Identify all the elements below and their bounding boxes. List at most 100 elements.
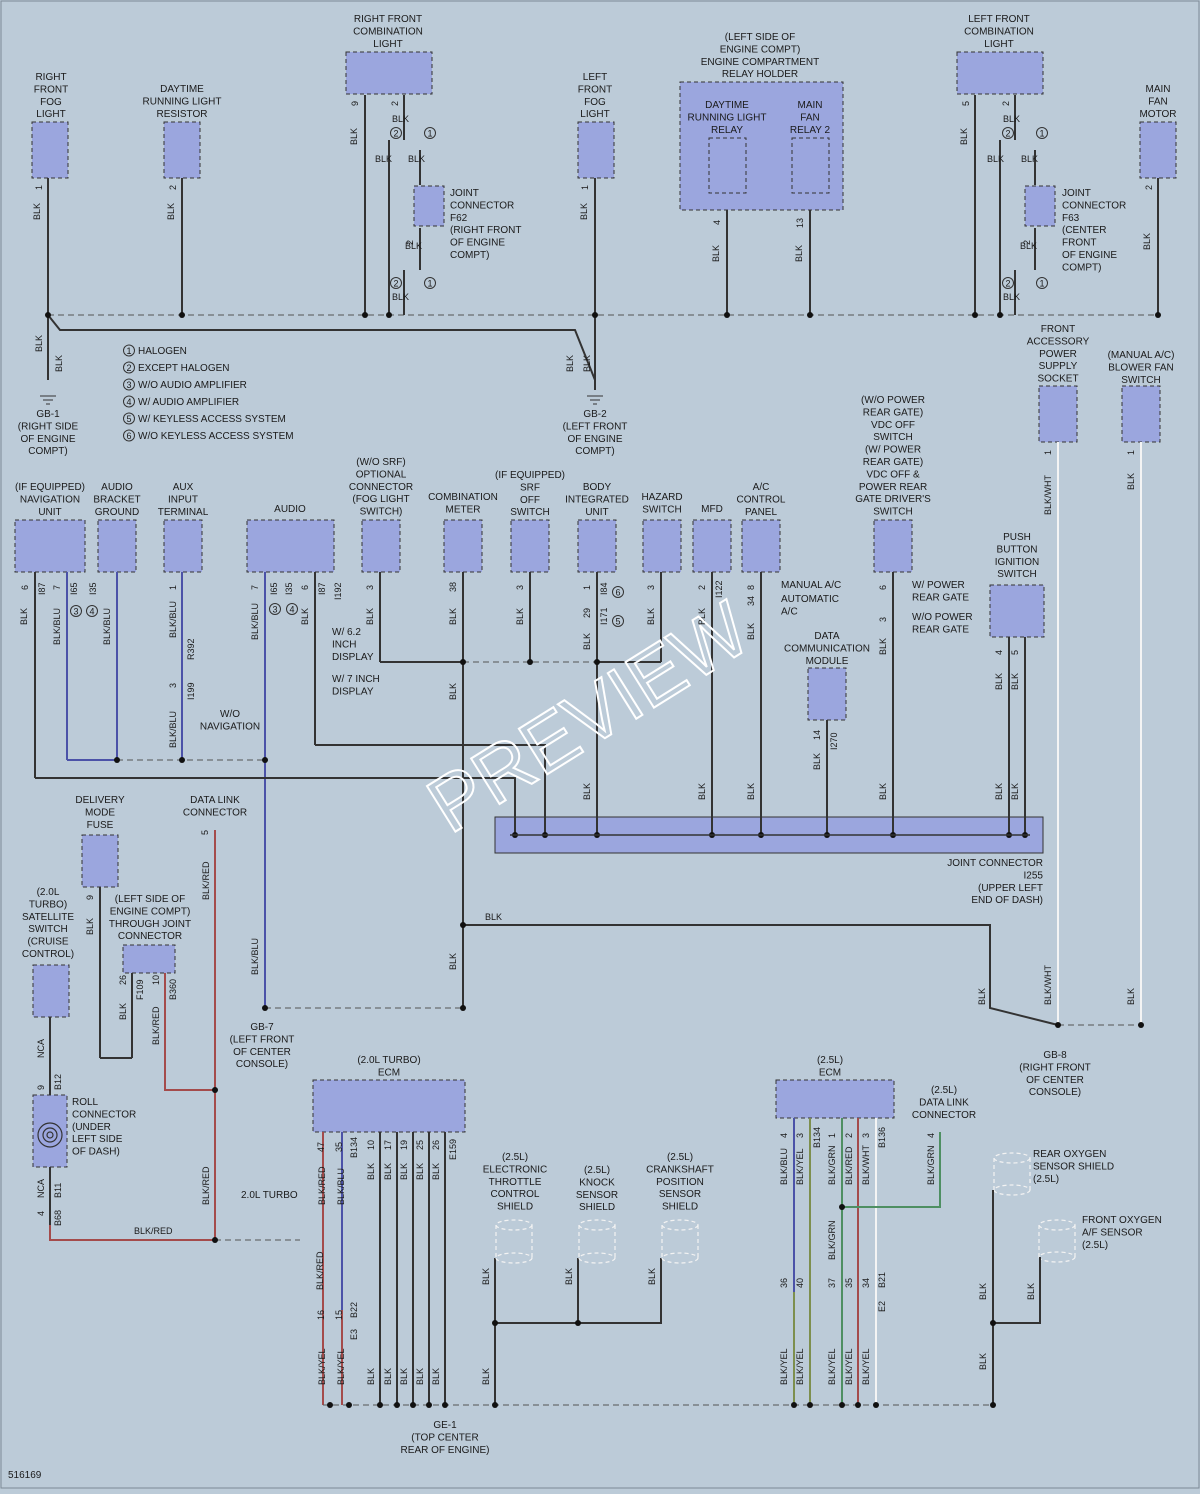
wire-label: BLK xyxy=(448,953,458,970)
label-dlc-25: (2.5L) xyxy=(931,1085,957,1096)
note-auto-ac: AUTOMATIC xyxy=(781,594,839,605)
pin-number: 40 xyxy=(795,1278,805,1288)
label-ecm-25: ECM xyxy=(819,1067,841,1078)
option-marker xyxy=(424,277,436,289)
wire-label: BLK xyxy=(481,1268,491,1285)
label-blower-sw: BLOWER FAN xyxy=(1108,362,1174,373)
label-aux: INPUT xyxy=(168,494,198,505)
label-etc-shield: THROTTLE xyxy=(489,1177,542,1188)
wire-label: BLK xyxy=(481,1368,491,1385)
main-fan-box xyxy=(1139,121,1177,179)
ground-label-gb2: OF ENGINE xyxy=(567,434,622,445)
label-push-btn: PUSH xyxy=(1003,532,1031,543)
label-rf-comb: COMBINATION xyxy=(353,26,423,37)
pin-number: 2 xyxy=(1144,185,1154,190)
pin-number: 34 xyxy=(861,1278,871,1288)
label-rf-comb: LIGHT xyxy=(373,39,402,50)
connector-code: B11 xyxy=(53,1183,63,1198)
wire-label: BLK xyxy=(19,608,29,625)
ground-label-gb7: OF CENTER xyxy=(233,1047,291,1058)
connector-code: E159 xyxy=(448,1139,458,1160)
vdc-box xyxy=(873,519,913,573)
wire-label: BLK xyxy=(646,608,656,625)
wire-label: BLK xyxy=(399,1163,409,1180)
pin-number: 2 xyxy=(390,101,400,106)
wire-label: BLK xyxy=(746,783,756,800)
legend-text: HALOGEN xyxy=(138,346,187,357)
pin-number: 26 xyxy=(431,1140,441,1150)
label-etc-shield: SHIELD xyxy=(497,1202,533,1213)
wire-label: BLK xyxy=(987,154,1004,164)
label-nav: (IF EQUIPPED) xyxy=(15,482,85,493)
wire-label: BLK xyxy=(1020,241,1037,251)
label-rf-comb: RIGHT FRONT xyxy=(354,14,422,25)
pin-number: 1 xyxy=(827,1133,837,1138)
label-biu: UNIT xyxy=(585,507,608,518)
label-dlc-25: CONNECTOR xyxy=(912,1110,976,1121)
pin-number: 4 xyxy=(712,220,722,225)
pin-number: 15 xyxy=(334,1310,344,1320)
ground-label-ge1: GE-1 xyxy=(433,1420,457,1431)
pin-number: 6 xyxy=(878,585,888,590)
lower-left xyxy=(32,830,300,1243)
label-accy-socket: ACCESSORY xyxy=(1027,336,1090,347)
label-etc-shield: (2.5L) xyxy=(502,1152,528,1163)
label-rear-o2: (2.5L) xyxy=(1033,1174,1059,1185)
wire-label: BLK xyxy=(366,1368,376,1385)
label-ac-panel: CONTROL xyxy=(737,494,786,505)
connector-code: I192 xyxy=(333,582,343,600)
label-srf: SWITCH xyxy=(510,507,549,518)
pin-number: 1 xyxy=(580,185,590,190)
label-opt-conn: (FOG LIGHT xyxy=(352,494,409,505)
connector-code: B134 xyxy=(812,1127,822,1148)
wire-label: BLK xyxy=(1126,473,1136,490)
label-accy-socket: SUPPLY xyxy=(1039,361,1078,372)
label-accy-socket: SOCKET xyxy=(1037,374,1078,385)
label-push-btn: BUTTON xyxy=(997,544,1038,555)
label-ecm-20: (2.0L TURBO) xyxy=(357,1055,420,1066)
legend-number: 2 xyxy=(126,363,131,373)
label-vdc: (W/O POWER xyxy=(861,395,925,406)
label-main-fan: MAIN xyxy=(1146,84,1171,95)
wire-label: BLK xyxy=(392,292,409,302)
label-knock-shield: SHIELD xyxy=(579,1202,615,1213)
wire-label: BLK/YEL xyxy=(827,1348,837,1385)
wire-label: BLK/BLU xyxy=(52,608,62,645)
connector-code: F109 xyxy=(135,979,145,1000)
label-main-fan-relay: RELAY 2 xyxy=(790,125,831,136)
note-w62: DISPLAY xyxy=(332,652,374,663)
wire-label: BLK xyxy=(1010,673,1020,690)
label-push-btn: SWITCH xyxy=(997,569,1036,580)
label-etc-shield: CONTROL xyxy=(491,1189,540,1200)
connector-code: B12 xyxy=(53,1074,63,1090)
wire-label: BLK/BLU xyxy=(250,603,260,640)
label-sat-sw: SWITCH xyxy=(28,924,67,935)
ground-symbol-gb1 xyxy=(40,395,56,405)
option-marker xyxy=(390,277,402,289)
pin-number: 5 xyxy=(961,101,971,106)
note-wo-prg: W/O POWER xyxy=(912,612,973,623)
wire-label: BLK/RED xyxy=(134,1226,173,1236)
label-lf-comb: LEFT FRONT xyxy=(968,14,1029,25)
ground-label-gb8: GB-8 xyxy=(1043,1050,1067,1061)
label-biu: INTEGRATED xyxy=(565,494,629,505)
label-jc-f63: F63 xyxy=(1062,213,1080,224)
wire-label: BLK/WHT xyxy=(861,1144,871,1185)
pin-number: 1 xyxy=(168,585,178,590)
label-drl-res: RUNNING LIGHT xyxy=(143,96,222,107)
legend-marker xyxy=(123,378,135,391)
wire-label: BLK xyxy=(349,128,359,145)
connector-code: B134 xyxy=(349,1137,359,1158)
wire-label: BLK/WHT xyxy=(1043,474,1053,515)
biu-box xyxy=(577,519,617,573)
pin-number: 2 xyxy=(405,240,415,245)
label-srf: SRF xyxy=(520,482,540,493)
wire-label: BLK xyxy=(34,335,44,352)
wire-label: BLK xyxy=(448,683,458,700)
ground-label-gb7: (LEFT FRONT xyxy=(230,1034,295,1045)
wire-labels: BLK BLK BLK BLK BLK BLK BLK BLK BLK BLK … xyxy=(19,114,1152,1385)
pin-number: 35 xyxy=(844,1278,854,1288)
legend-marker xyxy=(123,429,135,442)
audio-gnd-box xyxy=(97,519,137,573)
pin-number: 3 xyxy=(365,585,375,590)
